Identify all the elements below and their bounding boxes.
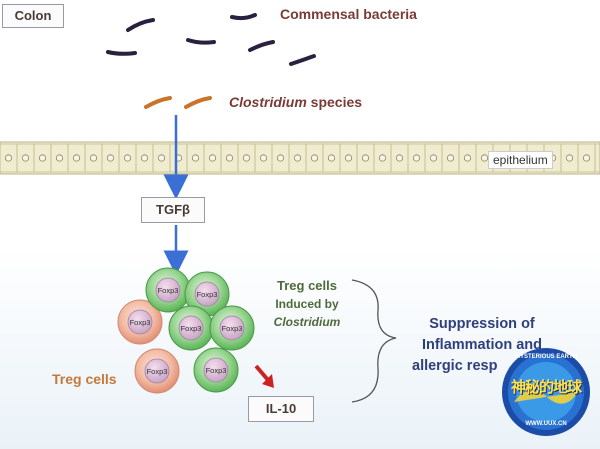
induced-treg-cell: Foxp3 [145, 267, 191, 313]
clostridium-label: Clostridium species [229, 94, 362, 110]
clostridium-rest: species [306, 94, 363, 110]
epithelial-nucleus [429, 154, 438, 162]
logo-chars: 神秘的地球 [510, 378, 582, 396]
il10-box: IL-10 [248, 396, 314, 422]
epithelial-nucleus [38, 154, 47, 162]
il10-label: IL-10 [265, 401, 297, 416]
treg-induced-line1: Treg cells [277, 278, 337, 293]
logo-top-text: MYSTERIOUS EARTH [514, 354, 577, 360]
epithelium-label: epithelium [488, 151, 553, 169]
treg-cell: Foxp3 [134, 348, 180, 394]
treg-cells-label: Treg cells [52, 371, 117, 387]
colon-label: Colon [14, 8, 52, 23]
epithelial-nucleus [463, 154, 472, 162]
clostridium-italic: Clostridium [229, 94, 307, 110]
cell-label: Foxp3 [197, 290, 218, 299]
epithelial-nucleus [412, 154, 421, 162]
epithelial-nucleus [565, 154, 574, 162]
induced-treg-cell: Foxp3 [168, 305, 214, 351]
cell-label: Foxp3 [222, 324, 243, 333]
epithelial-nucleus [21, 154, 30, 162]
treg-cell: Foxp3 [117, 299, 163, 345]
suppression-line3: allergic resp [412, 358, 498, 374]
epithelial-nucleus [225, 154, 234, 162]
epithelial-nucleus [582, 154, 591, 162]
commensal-bacteria [106, 13, 316, 66]
induced-treg-cell: Foxp3 [193, 347, 239, 393]
commensal-label: Commensal bacteria [280, 6, 417, 22]
epithelial-nucleus [480, 154, 489, 162]
epithelial-nucleus [242, 154, 251, 162]
epithelial-nucleus [361, 154, 370, 162]
epithelial-nucleus [395, 154, 404, 162]
brace [351, 279, 397, 403]
cell-label: Foxp3 [206, 366, 227, 375]
epithelial-nucleus [293, 154, 302, 162]
cell-label: Foxp3 [147, 367, 168, 376]
epithelial-nucleus [378, 154, 387, 162]
epithelial-nucleus [123, 154, 132, 162]
epithelial-nucleus [327, 154, 336, 162]
epithelial-nucleus [191, 154, 200, 162]
logo-badge [502, 348, 590, 436]
tgf-box: TGFβ [141, 197, 205, 223]
epithelial-nucleus [72, 154, 81, 162]
epithelial-nucleus [446, 154, 455, 162]
epithelial-nucleus [4, 154, 13, 162]
epithelial-nucleus [310, 154, 319, 162]
cell-label: Foxp3 [130, 318, 151, 327]
suppression-label: Suppression of Inflammation and allergic… [404, 314, 560, 377]
red-arrow [254, 364, 274, 388]
tgf-label: TGFβ [156, 202, 190, 217]
logo-bottom-text: WWW.UUX.CN [525, 421, 567, 427]
treg-induced-label: Treg cells Induced by Clostridium [262, 277, 352, 331]
suppression-line2: Inflammation and [421, 337, 543, 353]
treg-induced-line3: Clostridium [273, 315, 341, 329]
epithelial-nucleus [344, 154, 353, 162]
suppression-line1: Suppression of [429, 316, 535, 332]
epithelial-nucleus [106, 154, 115, 162]
clostridium-bacteria [144, 96, 212, 109]
epithelial-nucleus [259, 154, 268, 162]
colon-label-box: Colon [2, 4, 64, 28]
epithelial-nucleus [208, 154, 217, 162]
cell-label: Foxp3 [158, 286, 179, 295]
epithelial-nucleus [55, 154, 64, 162]
epithelial-nucleus [140, 154, 149, 162]
cell-label: Foxp3 [181, 324, 202, 333]
induced-treg-cell: Foxp3 [184, 271, 230, 317]
epithelial-nucleus [157, 154, 166, 162]
epithelial-nucleus [89, 154, 98, 162]
epithelial-cell [594, 143, 600, 173]
treg-induced-line2: Induced by [275, 297, 339, 311]
epithelial-nucleus [276, 154, 285, 162]
induced-treg-cell: Foxp3 [209, 305, 255, 351]
